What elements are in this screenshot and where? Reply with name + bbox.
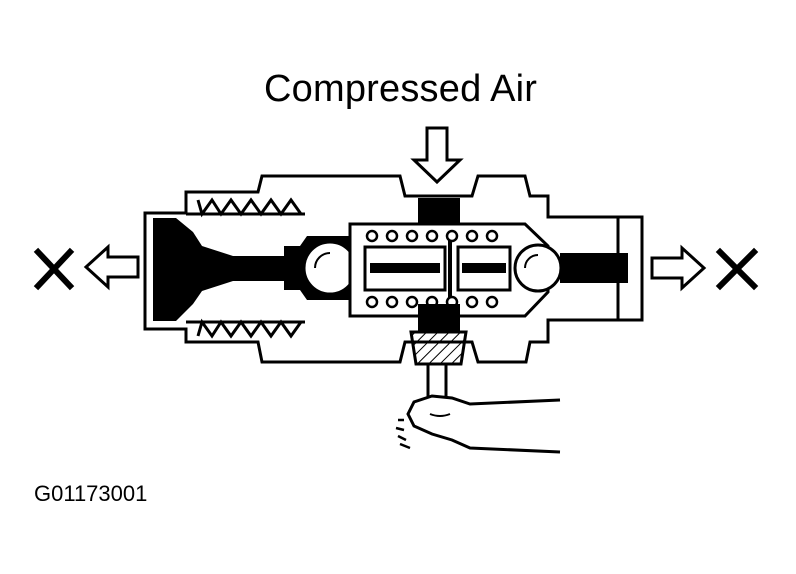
compressed-air-label: Compressed Air <box>264 68 538 110</box>
left-ball <box>302 240 358 296</box>
threaded-section <box>186 197 305 339</box>
right-ball <box>513 243 563 293</box>
plunger <box>409 330 468 366</box>
plunger-stem <box>426 362 448 402</box>
left-plug <box>153 218 284 321</box>
finger <box>406 394 561 454</box>
spring-top <box>365 229 499 243</box>
figure-code: G01173001 <box>34 481 148 506</box>
x-mark-icon <box>33 247 75 291</box>
left-arrow-icon <box>83 243 140 291</box>
right-arrow-icon <box>650 244 707 292</box>
plunger-channel <box>418 304 460 332</box>
right-end-cap <box>616 215 644 322</box>
down-arrow-icon <box>410 126 464 185</box>
x-mark-icon <box>715 247 759 291</box>
right-passage <box>560 253 628 283</box>
